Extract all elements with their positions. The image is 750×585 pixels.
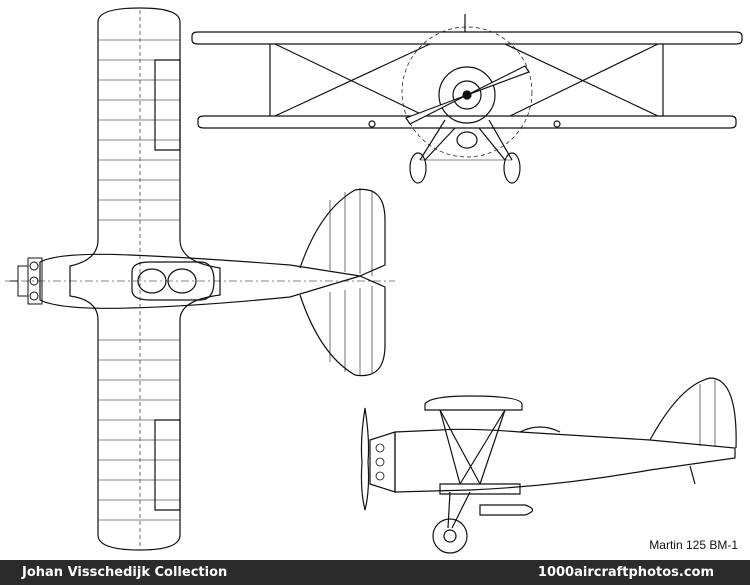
plan-view bbox=[5, 8, 395, 550]
plan-view-fuselage bbox=[40, 254, 360, 308]
footer-bar: Johan Visschedijk Collection 1000aircraf… bbox=[0, 560, 750, 585]
front-view-left-wheel bbox=[410, 153, 426, 183]
side-view-fuselage bbox=[395, 429, 735, 492]
front-view-upper-wing bbox=[192, 32, 742, 44]
front-view-right-wheel bbox=[504, 153, 520, 183]
drawing-caption: Martin 125 BM-1 bbox=[649, 538, 738, 552]
front-view-lower-wing bbox=[198, 116, 736, 128]
side-view-upper-wing bbox=[425, 396, 522, 410]
side-view bbox=[361, 378, 736, 553]
plan-view-wing bbox=[70, 8, 220, 550]
front-view-engine bbox=[439, 67, 495, 123]
side-view-lower-wing bbox=[440, 484, 520, 494]
footer-collection: Johan Visschedijk Collection bbox=[22, 565, 228, 580]
front-view-propeller bbox=[406, 66, 529, 124]
side-view-propeller bbox=[361, 408, 368, 510]
side-view-engine bbox=[370, 432, 395, 492]
front-view bbox=[192, 14, 742, 183]
three-view-drawing bbox=[0, 0, 750, 560]
footer-site: 1000aircraftphotos.com bbox=[537, 565, 714, 580]
side-view-tail bbox=[650, 378, 736, 448]
plan-view-tail bbox=[300, 189, 385, 375]
side-view-wheel bbox=[433, 519, 467, 553]
